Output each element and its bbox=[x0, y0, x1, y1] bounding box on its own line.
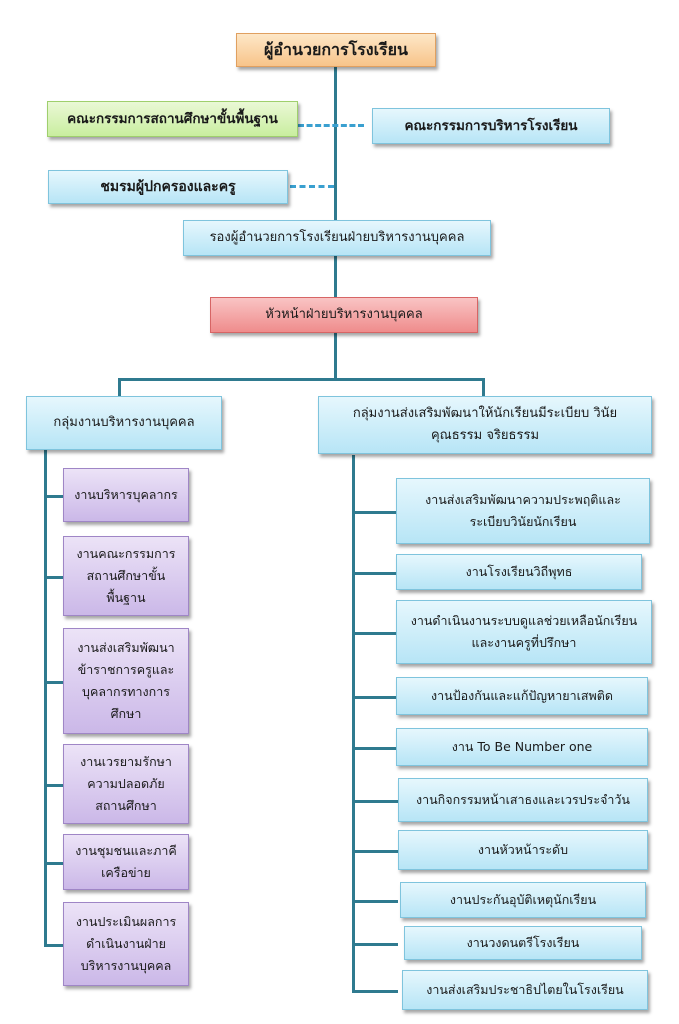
basic-board-box: คณะกรรมการสถานศึกษาขั้นพื้นฐาน bbox=[47, 101, 298, 137]
left-item-connector bbox=[44, 862, 63, 865]
right-group-box: กลุ่มงานส่งเสริมพัฒนาให้นักเรียนมีระเบีย… bbox=[318, 396, 652, 454]
left-item: งานเวรยามรักษา ความปลอดภัย สถานศึกษา bbox=[63, 744, 189, 824]
deputy-box: รองผู้อำนวยการโรงเรียนฝ่ายบริหารงานบุคคล bbox=[183, 220, 491, 256]
right-spine-line bbox=[352, 455, 355, 990]
left-item-connector bbox=[44, 495, 63, 498]
right-item: งานกิจกรรมหน้าเสาธงและเวรประจำวัน bbox=[398, 778, 648, 822]
right-item-connector bbox=[352, 900, 398, 903]
parents-club-box: ชมรมผู้ปกครองและครู bbox=[48, 170, 288, 204]
school-board-box: คณะกรรมการบริหารโรงเรียน bbox=[372, 108, 610, 144]
right-item: งาน To Be Number one bbox=[396, 728, 648, 766]
left-item-connector bbox=[44, 681, 63, 684]
right-item: งานส่งเสริมประชาธิปไตยในโรงเรียน bbox=[402, 970, 648, 1010]
right-item: งานส่งเสริมพัฒนาความประพฤติและ ระเบียบวิ… bbox=[396, 478, 650, 544]
right-item: งานดำเนินงานระบบดูแลช่วยเหลือนักเรียน แล… bbox=[396, 600, 652, 664]
right-item: งานป้องกันและแก้ปัญหายาเสพติด bbox=[396, 677, 648, 715]
left-group-box: กลุ่มงานบริหารงานบุคคล bbox=[26, 396, 222, 450]
right-item-connector bbox=[352, 800, 398, 803]
branch-left-drop bbox=[118, 378, 121, 396]
right-item-connector bbox=[352, 511, 398, 514]
right-item-connector bbox=[352, 747, 398, 750]
branch-horizontal-line bbox=[118, 378, 484, 381]
right-item-connector bbox=[352, 632, 398, 635]
right-item: งานโรงเรียนวิถีพุทธ bbox=[396, 554, 642, 590]
right-item-connector bbox=[352, 850, 398, 853]
left-item-connector bbox=[44, 576, 63, 579]
left-item: งานส่งเสริมพัฒนา ข้าราชการครูและ บุคลากร… bbox=[63, 628, 189, 734]
left-item-connector bbox=[44, 944, 63, 947]
dashed-connector-parents bbox=[290, 185, 334, 188]
right-item-connector bbox=[352, 572, 398, 575]
right-item-connector bbox=[352, 943, 398, 946]
left-item: งานบริหารบุคลากร bbox=[63, 468, 189, 522]
left-spine-line bbox=[44, 450, 47, 945]
director-box: ผู้อำนวยการโรงเรียน bbox=[236, 33, 436, 67]
left-item-connector bbox=[44, 784, 63, 787]
right-item-connector bbox=[352, 696, 398, 699]
right-item: งานประกันอุบัติเหตุนักเรียน bbox=[400, 882, 646, 918]
head-box: หัวหน้าฝ่ายบริหารงานบุคคล bbox=[210, 297, 478, 333]
left-item: งานชุมชนและภาคี เครือข่าย bbox=[63, 834, 189, 890]
right-item: งานวงดนตรีโรงเรียน bbox=[404, 926, 642, 960]
left-item: งานคณะกรรมการ สถานศึกษาขั้น พื้นฐาน bbox=[63, 536, 189, 616]
dashed-connector-boards bbox=[298, 124, 364, 127]
right-item-connector bbox=[352, 990, 398, 993]
branch-right-drop bbox=[482, 378, 485, 396]
right-item: งานหัวหน้าระดับ bbox=[398, 830, 648, 870]
left-item: งานประเมินผลการ ดำเนินงานฝ่าย บริหารงานบ… bbox=[63, 902, 189, 986]
